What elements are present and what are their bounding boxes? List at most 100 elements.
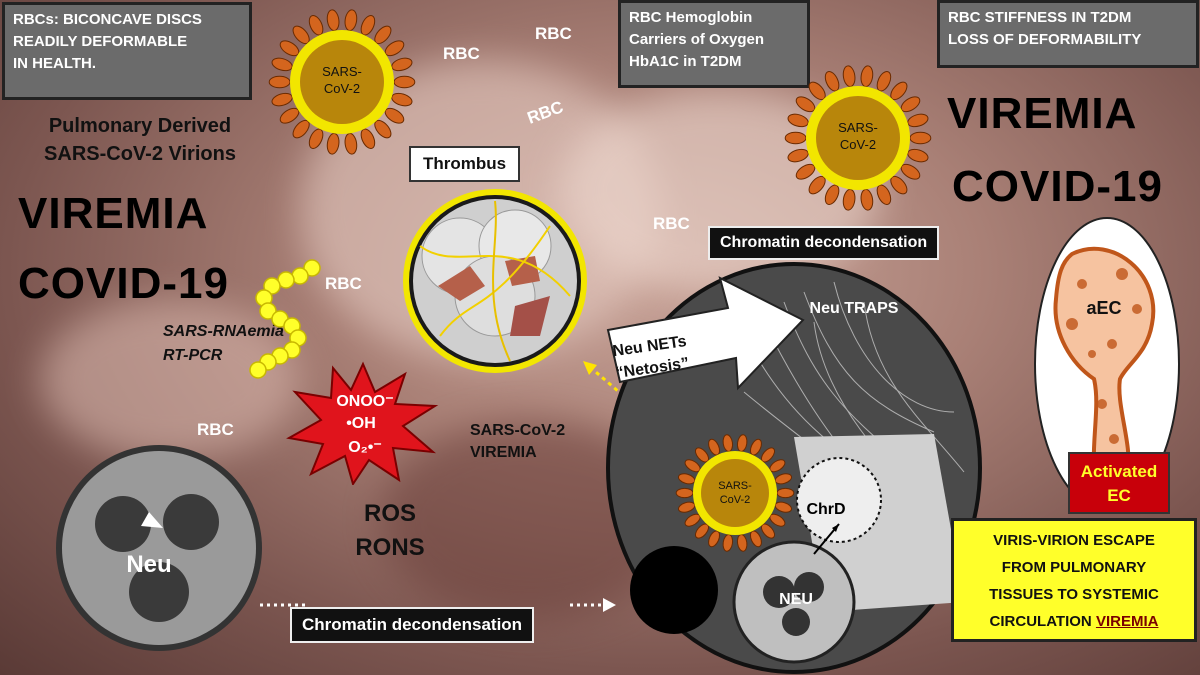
- pulmonary-line: Pulmonary Derived: [0, 112, 280, 140]
- spike-protein: [787, 112, 810, 129]
- escape-line-last: CIRCULATION VIREMIA: [962, 608, 1186, 635]
- spike-protein: [774, 472, 793, 486]
- spike-protein: [706, 438, 721, 457]
- spike-protein: [736, 534, 748, 552]
- spike-protein: [823, 183, 842, 207]
- thrombus-label: Thrombus: [409, 146, 520, 182]
- spike-protein: [344, 9, 358, 31]
- virus-label-2: CoV-2: [720, 494, 751, 506]
- box-line: RBC STIFFNESS IN T2DM: [948, 7, 1188, 29]
- rbc-deformable-box: RBCs: BICONCAVE DISCS READILY DEFORMABLE…: [2, 2, 252, 100]
- spike-protein: [271, 56, 294, 73]
- box-line: Carriers of Oxygen: [629, 29, 799, 51]
- spike-protein: [785, 132, 806, 143]
- ros-line: RONS: [350, 531, 430, 565]
- spike-protein: [358, 13, 377, 37]
- virus-label-1: SARS-: [718, 480, 752, 492]
- chrd-label: ChrD: [806, 501, 845, 518]
- ros-line: ROS: [350, 497, 430, 531]
- box-line: RBC Hemoglobin: [629, 7, 799, 29]
- activated-line: Activated: [1070, 460, 1168, 484]
- spike-protein: [326, 133, 340, 155]
- sars-viremia-line: VIREMIA: [470, 442, 565, 464]
- spike-protein: [774, 500, 793, 514]
- ros-star: ONOO⁻ •OH O₂•⁻: [283, 360, 443, 485]
- ros-species-1: ONOO⁻: [336, 393, 393, 410]
- escape-line: FROM PULMONARY: [962, 554, 1186, 581]
- spike-protein: [344, 133, 358, 155]
- chromatin-top-label: Chromatin decondensation: [708, 226, 939, 260]
- spike-protein: [677, 472, 696, 486]
- neu-label: Neu: [126, 551, 171, 578]
- sars-viremia-text: SARS-CoV-2 VIREMIA: [470, 420, 565, 464]
- sars-cov2-virion-1: SARS- CoV-2: [262, 2, 422, 162]
- spike-protein: [706, 529, 721, 548]
- spike-protein: [271, 91, 294, 108]
- rbc-stiffness-box: RBC STIFFNESS IN T2DM LOSS OF DEFORMABIL…: [937, 0, 1199, 68]
- escape-viremia: VIREMIA: [1096, 613, 1159, 630]
- spike-protein: [307, 13, 326, 37]
- spike-protein: [736, 434, 748, 452]
- neu-traps-label: Neu TRAPS: [810, 300, 899, 317]
- chrd-cell: [797, 458, 881, 542]
- black-circle: [630, 546, 718, 634]
- viremia-left-title: VIREMIA: [18, 192, 208, 236]
- escape-line: VIRIS-VIRION ESCAPE: [962, 527, 1186, 554]
- sars-viremia-line: SARS-CoV-2: [470, 420, 565, 442]
- box-line: LOSS OF DEFORMABILITY: [948, 29, 1188, 51]
- spike-protein: [677, 500, 696, 514]
- chromatin-bottom-label: Chromatin decondensation: [290, 607, 534, 643]
- spike-protein: [860, 189, 874, 211]
- spike-protein: [390, 56, 413, 73]
- aec-label: aEC: [1086, 298, 1121, 318]
- neu-small-label: NEU: [779, 591, 813, 608]
- arrow-head: [603, 598, 616, 612]
- covid-right-title: COVID-19: [952, 165, 1163, 209]
- spike-protein: [874, 183, 893, 207]
- spike-protein: [842, 65, 856, 87]
- sars-cov2-virion-2: SARS- CoV-2: [778, 58, 938, 218]
- spike-protein: [842, 189, 856, 211]
- escape-line: TISSUES TO SYSTEMIC: [962, 581, 1186, 608]
- neutrophil-image: Neu: [53, 442, 265, 654]
- spike-protein: [860, 65, 874, 87]
- spike-protein: [358, 127, 377, 151]
- box-line: IN HEALTH.: [13, 53, 241, 75]
- activated-line: EC: [1070, 484, 1168, 508]
- pulmonary-line: SARS-CoV-2 Virions: [0, 140, 280, 168]
- rbc-label: RBC: [197, 420, 234, 440]
- spike-protein: [722, 434, 734, 452]
- nucleus-lobe: [163, 494, 219, 550]
- covid-left-title: COVID-19: [18, 262, 229, 306]
- spike-protein: [906, 112, 929, 129]
- spike-protein: [906, 147, 929, 164]
- virus-label-2: CoV-2: [324, 81, 360, 96]
- virus-label-2: CoV-2: [840, 137, 876, 152]
- rbc-label: RBC: [535, 24, 572, 44]
- spike-protein: [777, 488, 794, 497]
- escape-line: CIRCULATION: [990, 613, 1092, 630]
- virus-core: [701, 459, 769, 527]
- rbc-label: RBC: [443, 44, 480, 64]
- spike-protein: [676, 488, 693, 497]
- thrombus-image: [400, 186, 590, 376]
- spike-protein: [269, 76, 290, 87]
- activated-ec-badge: Activated EC: [1068, 452, 1170, 514]
- virus-label-1: SARS-: [322, 64, 362, 79]
- spike-protein: [874, 69, 893, 93]
- virus-label-1: SARS-: [838, 120, 878, 135]
- rbc-label: RBC: [653, 214, 690, 234]
- spike-protein: [748, 438, 763, 457]
- spike-protein: [910, 132, 931, 143]
- spike-protein: [390, 91, 413, 108]
- arrow-head: [583, 361, 597, 375]
- box-line: READILY DEFORMABLE: [13, 31, 241, 53]
- box-line: RBCs: BICONCAVE DISCS: [13, 9, 241, 31]
- pulmonary-text: Pulmonary Derived SARS-CoV-2 Virions: [0, 112, 280, 168]
- box-line: HbA1C in T2DM: [629, 51, 799, 73]
- ros-species-2: •OH: [346, 415, 376, 432]
- spike-protein: [823, 69, 842, 93]
- spike-protein: [326, 9, 340, 31]
- sars-cov2-virion-3: SARS- CoV-2: [670, 428, 800, 558]
